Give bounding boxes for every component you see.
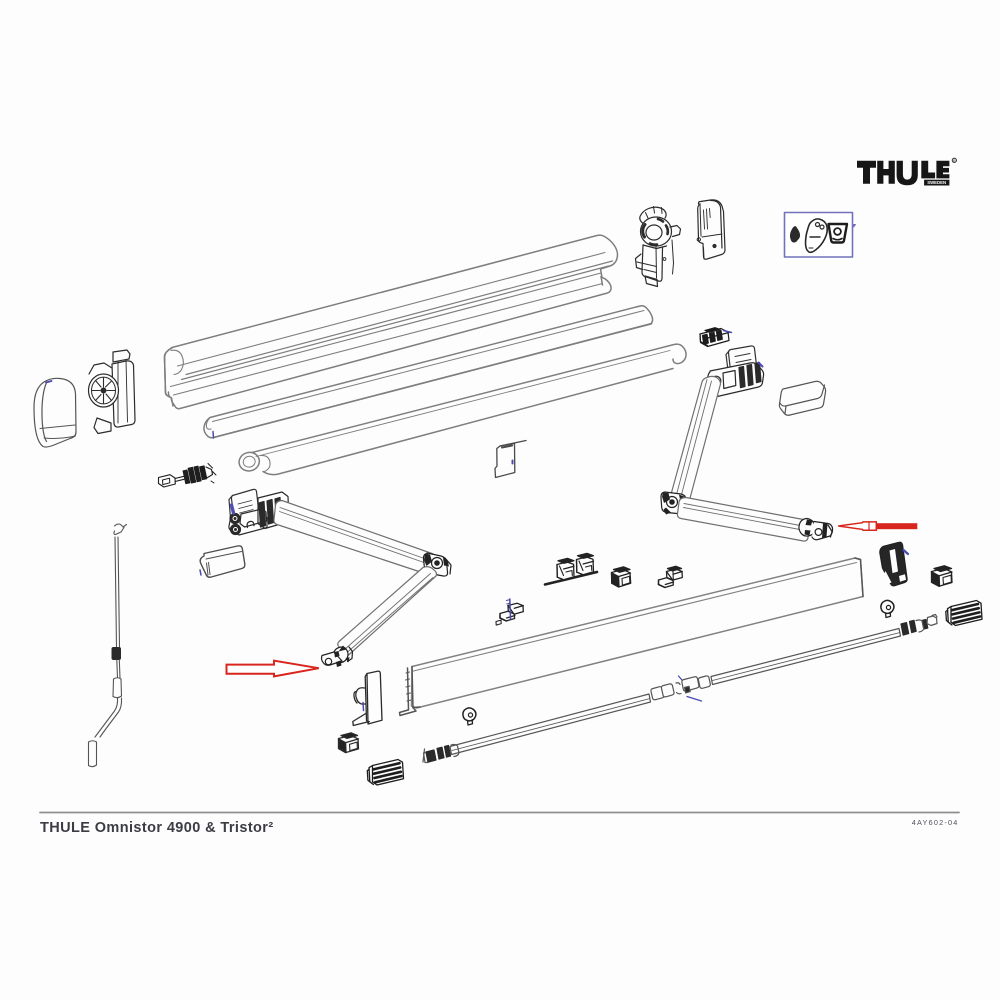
svg-text:R: R	[953, 159, 956, 163]
svg-text:4AY602-04: 4AY602-04	[912, 818, 959, 827]
svg-text:SWEDEN: SWEDEN	[927, 180, 946, 185]
svg-text:THULE Omnistor 4900 & Tristor²: THULE Omnistor 4900 & Tristor²	[40, 820, 274, 836]
